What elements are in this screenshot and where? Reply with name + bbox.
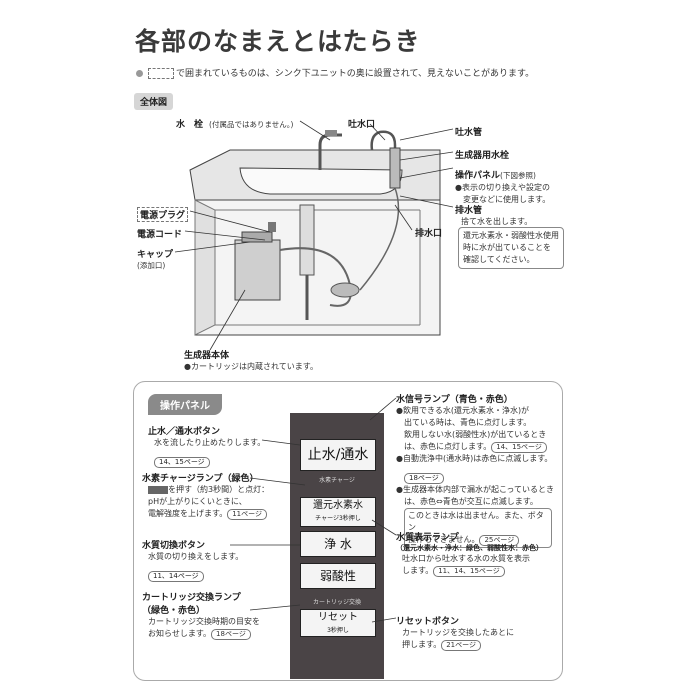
section-tag: 全体図 [134, 93, 174, 110]
cartridge-lamp-annotation: カートリッジ交換ランプ （緑色・赤色） カートリッジ交換時期の目安を お知らせし… [142, 593, 260, 640]
control-panel-callout: 操作パネル(下図参照) ●表示の切り換えや設定の 変更などに使用します。 [455, 171, 551, 204]
power-plug-label: 電源プラグ [137, 207, 189, 222]
faucet-label: 水 栓(付属品ではありません。) [176, 120, 294, 130]
operation-panel-tag: 操作パネル [148, 394, 222, 415]
signal-lamp-annotation: 水信号ランプ（青色・赤色） ●飲用できる水(還元水素水・浄水)が 出ている時は、… [396, 392, 556, 548]
spout-pipe-label: 吐水管 [455, 128, 483, 138]
charge-key-icon [148, 485, 168, 494]
reduced-water-button[interactable]: 還元水素水 チャージ3秒押し [300, 497, 376, 527]
quality-button-annotation: 水質切換ボタン 水質の切り換えをします。 11、14ページ [142, 541, 244, 582]
charge-lamp-annotation: 水素チャージランプ（緑色） を押す（約3秒間）と点灯： pHが上がりにくいときに… [142, 474, 270, 520]
generator-body-callout: 生成器本体 ●カートリッジは内蔵されています。 [184, 351, 318, 371]
acid-water-button[interactable]: 弱酸性 [300, 563, 376, 589]
generator-faucet-label: 生成器用水栓 [455, 151, 510, 161]
page-title: 各部のなまえとはたらき [135, 27, 421, 56]
stop-water-button[interactable]: 止水/通水 [300, 439, 376, 471]
signal-note-box: このときは水は出ません。また、ボタン 操作もできません。25ページ [404, 508, 552, 548]
dashed-box-icon [148, 68, 174, 79]
page-note: で囲まれているものは、シンク下ユニットの奥に設置されて、見えないことがあります。 [136, 66, 534, 79]
reset-button[interactable]: リセット 3秒押し [300, 609, 376, 637]
note-text: で囲まれているものは、シンク下ユニットの奥に設置されて、見えないことがあります。 [176, 69, 535, 79]
sink-illustration [189, 130, 441, 336]
drain-note-box: 還元水素水・弱酸性水使用 時に水が出ていることを 確認してください。 [458, 227, 564, 269]
drain-pipe-callout: 排水管 捨て水を出します。 [455, 206, 533, 226]
quality-lamp-annotation: 水質表示ランプ （還元水素水・浄水：緑色、弱酸性水：赤色） 吐水口から吐水する水… [396, 533, 543, 577]
cartridge-indicator-text: カートリッジ交換 [312, 599, 361, 606]
pure-water-button[interactable]: 浄 水 [300, 531, 376, 557]
spout-label: 吐水口 [348, 120, 376, 130]
drain-port-label: 排水口 [415, 229, 443, 239]
bullet-icon [136, 70, 143, 77]
control-panel-device: 止水/通水 水素チャージ 還元水素水 チャージ3秒押し 浄 水 弱酸性 カートリ… [290, 413, 384, 679]
cap-callout: キャップ (添加口) [137, 250, 174, 270]
stop-button-annotation: 止水／通水ボタン 水を流したり止めたりします。 14、15ページ [148, 427, 266, 468]
power-cord-label: 電源コード [137, 230, 183, 240]
charge-indicator-text: 水素チャージ [319, 477, 355, 484]
reset-button-annotation: リセットボタン カートリッジを交換したあとに 押します。21ページ [396, 617, 514, 651]
